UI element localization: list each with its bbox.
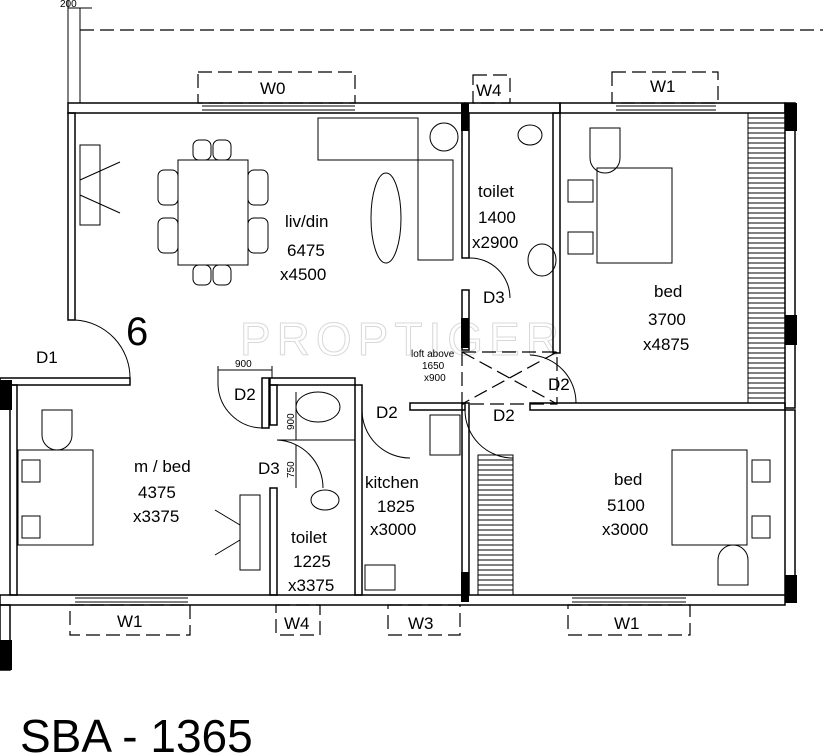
balcony-outline — [67, 0, 823, 103]
door-d2-master: D2 — [234, 385, 256, 404]
bed-bottom-width: 5100 — [607, 496, 645, 515]
columns — [0, 103, 797, 670]
toilet-bottom-name: toilet — [291, 528, 327, 547]
bed-bottom-name: bed — [614, 470, 642, 489]
door-d3-bottom: D3 — [258, 459, 280, 478]
watermark: PROPTIGER — [240, 313, 565, 365]
stair-hatch — [747, 112, 786, 404]
stair-hatch-lower — [477, 454, 514, 596]
kitchen-name: kitchen — [365, 473, 419, 492]
loft-area — [461, 351, 558, 405]
dimension-900-vertical: 900 — [286, 413, 297, 430]
window-w1-bottom-left: W1 — [117, 612, 143, 631]
window-w1-bottom-right: W1 — [614, 614, 640, 633]
loft-width: 1650 — [422, 361, 445, 372]
door-d2-kitchen: D2 — [376, 403, 398, 422]
living-depth: x4500 — [280, 265, 326, 284]
loft-depth: x900 — [424, 373, 446, 384]
window-w3: W3 — [408, 614, 434, 633]
bed-bottom-depth: x3000 — [602, 520, 648, 539]
kitchen-width: 1825 — [377, 497, 415, 516]
bed-top-depth: x4875 — [643, 335, 689, 354]
dimension-750-vertical: 750 — [286, 461, 297, 478]
master-bed-width: 4375 — [138, 483, 176, 502]
toilet-top-name: toilet — [478, 182, 514, 201]
bed-top-width: 3700 — [648, 310, 686, 329]
kitchen-depth: x3000 — [370, 520, 416, 539]
door-d3-top: D3 — [483, 288, 505, 307]
window-w4-top: W4 — [476, 81, 502, 100]
furniture — [17, 117, 771, 591]
dimension-lines — [217, 366, 297, 488]
toilet-top-width: 1400 — [478, 208, 516, 227]
master-bed-depth: x3375 — [133, 507, 179, 526]
window-w1-top: W1 — [650, 77, 676, 96]
door-d2-bed-bottom: D2 — [493, 406, 515, 425]
toilet-bottom-depth: x3375 — [288, 576, 334, 595]
door-d1: D1 — [36, 348, 58, 367]
unit-number: 6 — [126, 310, 148, 354]
door-d2-bed-top: D2 — [548, 375, 570, 394]
loft-label: loft above — [411, 349, 455, 360]
dimension-900-horizontal: 900 — [235, 359, 252, 370]
master-bed-name: m / bed — [134, 457, 191, 476]
bed-top-name: bed — [654, 282, 682, 301]
window-w4-bottom: W4 — [284, 614, 310, 633]
door-swings — [74, 257, 577, 489]
living-width: 6475 — [287, 241, 325, 260]
toilet-bottom-width: 1225 — [293, 552, 331, 571]
dimension-200: 200 — [60, 0, 77, 10]
window-w0: W0 — [260, 79, 286, 98]
toilet-top-depth: x2900 — [472, 233, 518, 252]
sba-label: SBA - 1365 — [20, 710, 253, 756]
living-name: liv/din — [285, 212, 328, 231]
